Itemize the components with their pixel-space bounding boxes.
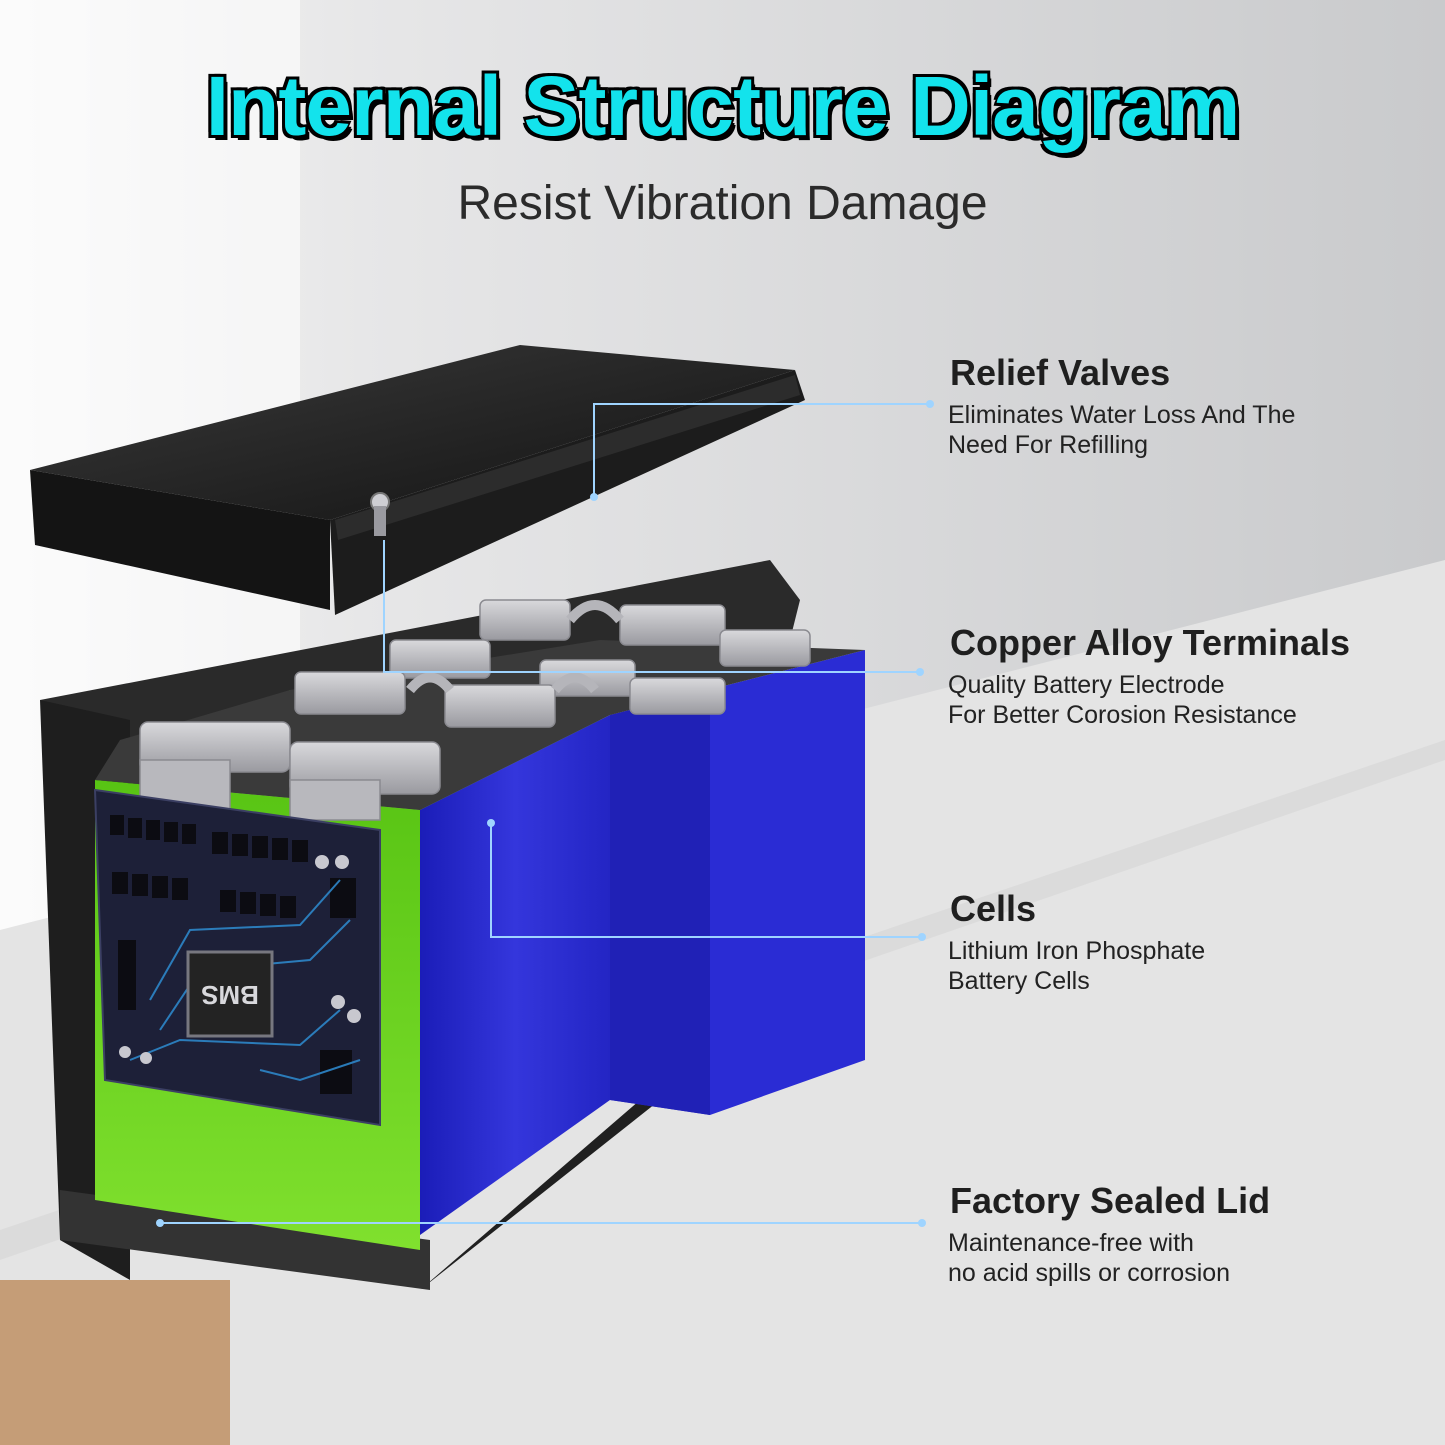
callout-title: Copper Alloy Terminals — [940, 624, 1363, 666]
callout-title: Cells — [940, 890, 1049, 932]
callout-description: Lithium Iron Phosphate Battery Cells — [948, 937, 1206, 995]
leader-lines — [160, 403, 930, 1224]
terminals — [139, 599, 811, 821]
blue-cell-front — [420, 715, 610, 1235]
wood-floor — [0, 1280, 230, 1445]
bms-chip-label: BMS — [201, 980, 259, 1010]
callout-cells: Cells Lithium Iron Phosphate Battery Cel… — [940, 890, 1416, 996]
bms-board: BMS — [93, 788, 381, 1127]
case-floor — [60, 1100, 660, 1290]
lid — [30, 345, 805, 615]
page-title: Internal Structure Diagram — [204, 58, 1242, 155]
callout-description: Quality Battery Electrode For Better Cor… — [948, 671, 1297, 729]
callout-factory-sealed-lid: Factory Sealed Lid Maintenance-free with… — [940, 1182, 1416, 1288]
callout-description: Eliminates Water Loss And The Need For R… — [948, 401, 1296, 459]
page-subtitle: Resist Vibration Damage — [457, 177, 988, 230]
bms-chip — [186, 950, 274, 1038]
callout-title: Relief Valves — [940, 354, 1183, 396]
callout-description: Maintenance-free with no acid spills or … — [948, 1229, 1231, 1287]
blue-cell-back — [610, 690, 710, 1115]
callout-copper-alloy-terminals: Copper Alloy Terminals Quality Battery E… — [940, 624, 1416, 730]
leader-dots — [156, 400, 934, 1227]
case-bottom-lip — [60, 1190, 430, 1290]
callout-title: Factory Sealed Lid — [940, 1182, 1283, 1224]
callout-relief-valves: Relief Valves Eliminates Water Loss And … — [940, 354, 1416, 460]
